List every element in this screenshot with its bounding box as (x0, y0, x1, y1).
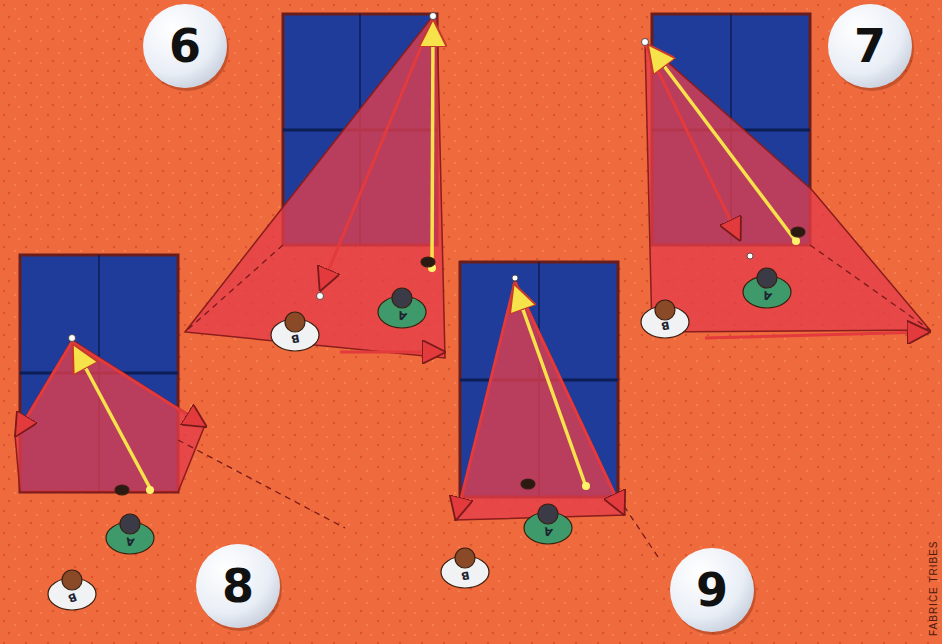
callout-number: 6 (169, 23, 201, 69)
callout-number: 9 (696, 567, 728, 613)
number-ball: 6 (143, 4, 227, 88)
shirt-letter: B (660, 319, 670, 331)
number-ball: 7 (828, 4, 912, 88)
shirt-letter: B (290, 332, 300, 344)
shirt-letter: A (125, 535, 135, 547)
artist-credit: FABRICE TRIBES (928, 540, 939, 636)
callout-number: 8 (222, 563, 254, 609)
callout-number: 7 (854, 23, 886, 69)
number-ball: 8 (196, 544, 280, 628)
shirt-letter: B (460, 569, 470, 581)
number-ball: 9 (670, 548, 754, 632)
